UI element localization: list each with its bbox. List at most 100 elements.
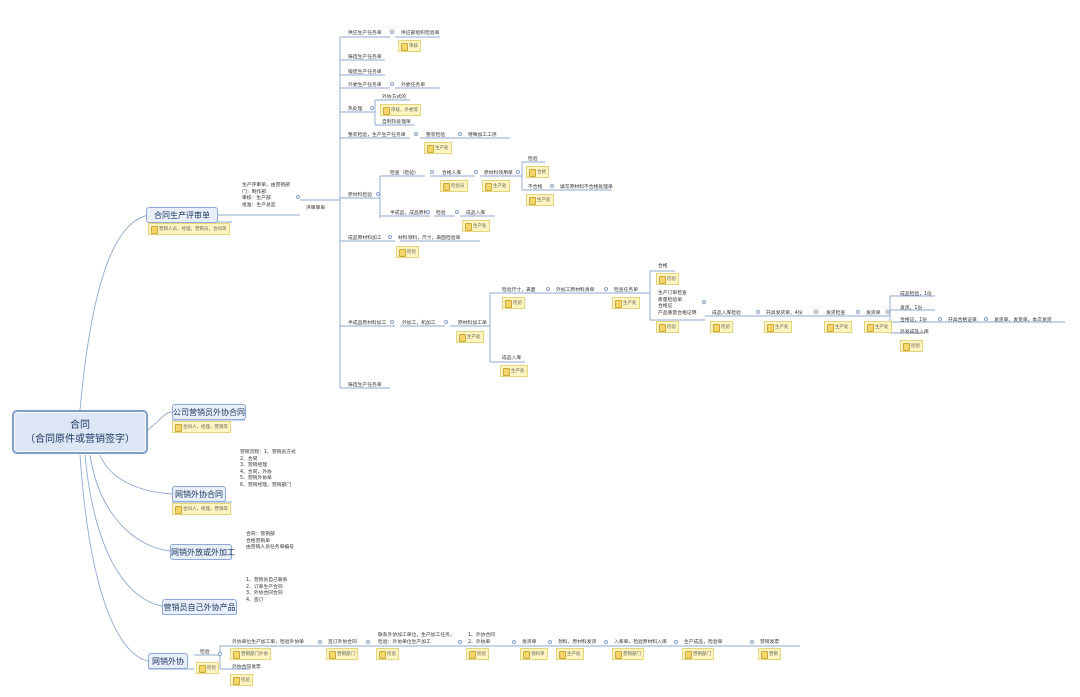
b1-n9h[interactable]: 成品入库检验	[712, 311, 741, 316]
b1-n4[interactable]: 外委生产任务单	[348, 83, 382, 88]
b6-i[interactable]: 生产成品，检验单	[684, 640, 723, 645]
b6-g[interactable]: 领料，原材料发货	[558, 640, 597, 645]
collapse-dot[interactable]	[455, 210, 459, 214]
collapse-dot[interactable]	[444, 320, 448, 324]
collapse-dot[interactable]	[390, 320, 394, 324]
b1-n4a[interactable]: 外委任务单	[401, 83, 425, 88]
b1-n7c1[interactable]: 检验	[528, 157, 538, 162]
collapse-dot[interactable]	[376, 192, 380, 196]
b6-k-note[interactable]: 检验	[230, 674, 253, 686]
b1-n9o[interactable]: 开具合格证单	[948, 318, 977, 323]
collapse-dot[interactable]	[814, 310, 818, 314]
b1-n9e-note[interactable]: 生产处	[612, 297, 640, 309]
b6-g-note[interactable]: 生产处	[556, 648, 584, 660]
collapse-dot[interactable]	[458, 132, 462, 136]
collapse-dot[interactable]	[604, 287, 608, 291]
b6-c-note[interactable]: 营销部门	[326, 648, 358, 660]
b1-n9n[interactable]: 合格证，1份	[900, 318, 928, 323]
b1-n1a-note[interactable]: 审核	[398, 40, 421, 52]
b1-n7a2-note[interactable]: 生产处	[482, 180, 510, 192]
collapse-dot[interactable]	[296, 195, 300, 199]
collapse-dot[interactable]	[366, 640, 370, 644]
b1-n7b2-note[interactable]: 生产处	[462, 220, 490, 232]
collapse-dot[interactable]	[390, 82, 394, 86]
collapse-dot[interactable]	[756, 310, 760, 314]
root-topic[interactable]: 合同 （合同原件或营销签字）	[12, 410, 148, 454]
b1-n9p[interactable]: 发货单，发货单，本次发货	[994, 318, 1052, 323]
b1-n5b[interactable]: 自制热处理单	[382, 120, 411, 125]
b1-n2[interactable]: 铸造生产任务单	[348, 55, 382, 60]
b1-n9c[interactable]: 检验尺寸，表面	[502, 288, 536, 293]
b1-n9k[interactable]: 发货单	[866, 311, 881, 316]
b1-n8a[interactable]: 材料领料，尺寸，表面检验单	[398, 236, 461, 241]
b1-n9b[interactable]: 原材料加工单	[458, 321, 487, 326]
collapse-dot[interactable]	[702, 300, 706, 304]
b1-n7c3[interactable]: 填写原材料不合格处理单	[560, 185, 613, 190]
collapse-dot[interactable]	[548, 640, 552, 644]
b1-n9q-note[interactable]: 检验	[900, 340, 923, 352]
collapse-dot[interactable]	[390, 30, 394, 34]
b1-n6a[interactable]: 整装检验	[426, 133, 446, 138]
collapse-dot[interactable]	[370, 106, 374, 110]
b1-n9l[interactable]: 成品检验，1份	[900, 292, 932, 297]
b1-n7[interactable]: 原材料检验	[348, 193, 372, 198]
branch-online-external[interactable]: 网销外协	[148, 653, 188, 669]
b1-n9c-note[interactable]: 检验	[502, 297, 525, 309]
branch-sales-outsourcing-note[interactable]: 合同人，经理，营销等	[172, 421, 231, 433]
b1-n7b2[interactable]: 成品入库	[466, 211, 486, 216]
b1-n7b1[interactable]: 检验	[436, 211, 446, 216]
b6-h-note[interactable]: 营销部门	[612, 648, 644, 660]
collapse-dot[interactable]	[604, 640, 608, 644]
b6-e-note[interactable]: 检验	[466, 648, 489, 660]
b6-h[interactable]: 入库单，检验原材料入库	[614, 640, 667, 645]
b1-n5a-note[interactable]: 审核，外委等	[380, 104, 421, 116]
b1-n9h-note[interactable]: 检验	[710, 321, 733, 333]
b6-j[interactable]: 营销发票	[760, 640, 780, 645]
b6-f-note[interactable]: 领料单	[520, 648, 548, 660]
b6-e[interactable]: 1、外协合同 2、外协单	[468, 633, 496, 645]
collapse-dot[interactable]	[474, 170, 478, 174]
b1-n9a[interactable]: 外加工，机加工	[402, 321, 436, 326]
b1-n9[interactable]: 半成品原材料加工	[348, 321, 387, 326]
b6-j-note[interactable]: 营销	[758, 648, 781, 660]
b1-n9j[interactable]: 发货检查	[826, 311, 846, 316]
b1-n5[interactable]: 热处理	[348, 107, 363, 112]
b1-n7a2[interactable]: 原材料领用单	[484, 171, 513, 176]
collapse-dot[interactable]	[430, 170, 434, 174]
b6-i-note[interactable]: 营销部门	[682, 648, 714, 660]
b1-n9b-note[interactable]: 生产处	[456, 331, 484, 343]
collapse-dot[interactable]	[458, 640, 462, 644]
b1-n6[interactable]: 整装检验，生产生产任务单	[348, 133, 406, 138]
b1-n9r-note[interactable]: 生产处	[500, 365, 528, 377]
b1-n9i-note[interactable]: 生产处	[764, 321, 792, 333]
b6-d[interactable]: 联系外协加工单位，生产加工任务， 检验：外协单位生产加工	[378, 633, 455, 645]
b1-n8-note[interactable]: 检验	[396, 246, 419, 258]
b1-n10[interactable]: 铸造生产任务单	[348, 383, 382, 388]
b1-n5a[interactable]: 外协方式的	[382, 95, 406, 100]
b1-n9j-note[interactable]: 生产处	[824, 321, 852, 333]
b1-n3[interactable]: 锻造生产任务单	[348, 70, 382, 75]
b1-n7a1-note[interactable]: 检验员	[440, 180, 468, 192]
branch-sales-outsourcing[interactable]: 公司营销员外协合同	[172, 404, 246, 420]
b6-a-note[interactable]: 检验	[196, 662, 219, 674]
b6-k[interactable]: 外协合同发票	[232, 665, 261, 670]
branch-online-external-processing[interactable]: 网销外放或外加工	[170, 544, 235, 560]
b1-n7c1-note[interactable]: 合格	[526, 166, 549, 178]
b1-n7a1[interactable]: 合格人库	[442, 171, 462, 176]
branch-contract-review[interactable]: 合同生产评审单	[146, 207, 218, 223]
collapse-dot[interactable]	[516, 170, 520, 174]
collapse-dot[interactable]	[856, 310, 860, 314]
branch-contract-review-note[interactable]: 营销人员，经理，营销员，合同等	[148, 223, 230, 235]
b6-a[interactable]: 检验	[200, 650, 210, 655]
b1-n9g-note[interactable]: 检验	[656, 321, 679, 333]
b1-n6-note[interactable]: 生产处	[424, 142, 452, 154]
b1-n8[interactable]: 成品原材料加工	[348, 236, 382, 241]
b6-c[interactable]: 签订外协合同	[328, 640, 357, 645]
collapse-dot[interactable]	[674, 640, 678, 644]
collapse-dot[interactable]	[426, 210, 430, 214]
collapse-dot[interactable]	[546, 287, 550, 291]
b1-n7c2[interactable]: 不合格	[528, 185, 543, 190]
collapse-dot[interactable]	[318, 640, 322, 644]
collapse-dot[interactable]	[512, 640, 516, 644]
b1-n9g[interactable]: 生产订单检查 质量检验单 合格证 产品质量合格证明	[658, 291, 697, 316]
